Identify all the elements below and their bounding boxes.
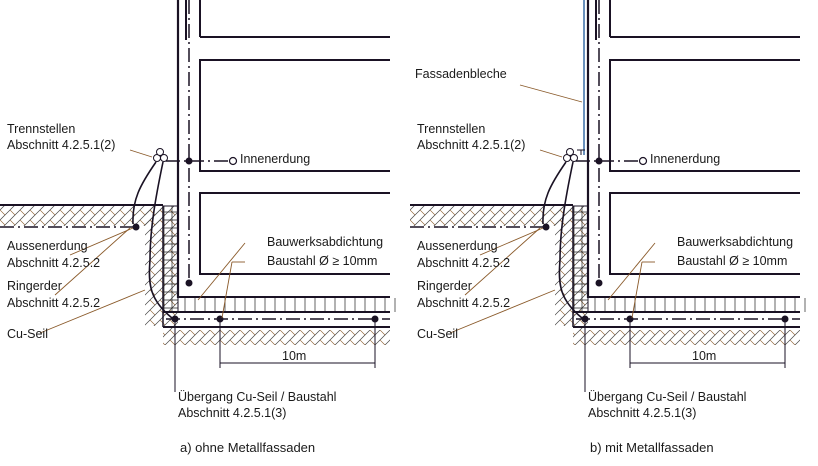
connection-point — [595, 157, 603, 165]
soil-hatch — [0, 206, 390, 345]
label-cu-seil: Cu-Seil — [417, 327, 458, 341]
leader-line — [631, 261, 643, 319]
label-cu-seil: Cu-Seil — [7, 327, 48, 341]
test-joint — [160, 154, 168, 162]
room-outline — [199, 59, 390, 172]
leader-line — [197, 242, 246, 301]
leader-line — [129, 149, 153, 158]
room-outline — [199, 192, 390, 275]
label-trennstellen: Trennstellen — [7, 122, 75, 136]
label-uebergang-ref: Abschnitt 4.2.5.1(3) — [588, 406, 696, 420]
leader-line — [519, 84, 583, 103]
leader-line — [69, 227, 134, 256]
cu-cable — [132, 161, 173, 319]
label-aussenerdung-ref: Abschnitt 4.2.5.2 — [7, 256, 100, 270]
label-dimension: 10m — [692, 349, 716, 363]
label-innenerdung: Innenerdung — [650, 152, 720, 166]
leader-line — [449, 289, 556, 334]
slab-insulation — [178, 298, 400, 312]
inner-earthing-terminal — [638, 156, 648, 166]
label-trennstellen: Trennstellen — [417, 122, 485, 136]
leader-line — [479, 227, 544, 256]
connection-point — [371, 315, 379, 323]
leader-line — [54, 227, 131, 296]
label-baustahl: Baustahl Ø ≥ 10mm — [677, 254, 787, 268]
label-baustahl: Baustahl Ø ≥ 10mm — [267, 254, 377, 268]
label-bauwerksabdichtung: Bauwerksabdichtung — [677, 235, 793, 249]
label-trennstellen-ref: Abschnitt 4.2.5.1(2) — [417, 138, 525, 152]
soil-hatch — [410, 206, 800, 345]
test-joint — [570, 154, 578, 162]
connection-point — [581, 315, 589, 323]
label-uebergang: Übergang Cu-Seil / Baustahl — [588, 390, 746, 404]
soil-hatch — [410, 206, 573, 226]
inner-earthing-terminal — [228, 156, 238, 166]
slab-insulation — [588, 298, 810, 312]
test-joint — [566, 148, 574, 156]
label-ringerder-ref: Abschnitt 4.2.5.2 — [417, 296, 510, 310]
connection-point — [542, 223, 550, 231]
label-aussenerdung-ref: Abschnitt 4.2.5.2 — [417, 256, 510, 270]
connection-point — [185, 279, 193, 287]
label-ringerder: Ringerder — [417, 279, 472, 293]
label-caption: a) ohne Metallfassaden — [180, 440, 315, 455]
leader-line — [221, 261, 233, 319]
soil-hatch — [0, 206, 163, 226]
connection-point — [132, 223, 140, 231]
label-ringerder-ref: Abschnitt 4.2.5.2 — [7, 296, 100, 310]
label-uebergang: Übergang Cu-Seil / Baustahl — [178, 390, 336, 404]
waterproofing-layer — [572, 205, 589, 313]
label-fassadenbleche: Fassadenbleche — [415, 67, 507, 81]
connection-point — [595, 279, 603, 287]
soil-hatch — [145, 206, 163, 326]
room-outline — [609, 59, 800, 172]
leader-line — [39, 289, 146, 334]
leader-line — [539, 149, 563, 158]
soil-hatch — [555, 206, 573, 326]
label-aussenerdung: Aussenerdung — [7, 239, 88, 253]
facade-connection — [577, 149, 585, 155]
label-caption: b) mit Metallfassaden — [590, 440, 714, 455]
label-innenerdung: Innenerdung — [240, 152, 310, 166]
leader-line — [464, 227, 541, 296]
waterproofing-layer — [162, 205, 179, 313]
label-aussenerdung: Aussenerdung — [417, 239, 498, 253]
cu-cable — [542, 161, 583, 319]
leader-line — [607, 242, 656, 301]
connection-point — [185, 157, 193, 165]
label-trennstellen-ref: Abschnitt 4.2.5.1(2) — [7, 138, 115, 152]
label-ringerder: Ringerder — [7, 279, 62, 293]
room-outline — [609, 192, 800, 275]
label-dimension: 10m — [282, 349, 306, 363]
connection-point — [781, 315, 789, 323]
label-uebergang-ref: Abschnitt 4.2.5.1(3) — [178, 406, 286, 420]
connection-point — [171, 315, 179, 323]
label-bauwerksabdichtung: Bauwerksabdichtung — [267, 235, 383, 249]
test-joint — [156, 148, 164, 156]
